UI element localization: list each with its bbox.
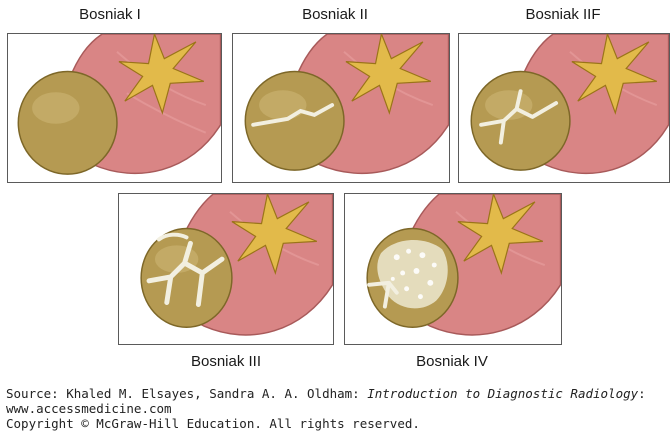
label-bosniak-4: Bosniak IV bbox=[382, 353, 522, 370]
panel-bosniak-2f bbox=[458, 33, 670, 183]
label-bosniak-2: Bosniak II bbox=[260, 6, 410, 23]
kidney-illustration-bosniak-2 bbox=[233, 34, 449, 182]
cyst-shape bbox=[471, 71, 570, 170]
source-book-title: Introduction to Diagnostic Radiology bbox=[367, 386, 638, 401]
panel-bosniak-3 bbox=[118, 193, 334, 345]
kidney-illustration-bosniak-4 bbox=[345, 194, 561, 344]
panel-bosniak-4 bbox=[344, 193, 562, 345]
source-citation: Source: Khaled M. Elsayes, Sandra A. A. … bbox=[6, 387, 646, 401]
source-prefix: Source: Khaled M. Elsayes, Sandra A. A. … bbox=[6, 386, 367, 401]
label-bosniak-1: Bosniak I bbox=[35, 6, 185, 23]
cyst-shape bbox=[245, 71, 344, 170]
source-url: www.accessmedicine.com bbox=[6, 402, 172, 416]
label-bosniak-3: Bosniak III bbox=[156, 353, 296, 370]
kidney-illustration-bosniak-3 bbox=[119, 194, 333, 344]
panel-bosniak-1 bbox=[7, 33, 222, 183]
kidney-illustration-bosniak-2f bbox=[459, 34, 669, 182]
kidney-illustration-bosniak-1 bbox=[8, 34, 221, 182]
cyst-shape bbox=[18, 71, 117, 174]
label-bosniak-2f: Bosniak IIF bbox=[488, 6, 638, 23]
copyright-notice: Copyright © McGraw-Hill Education. All r… bbox=[6, 417, 420, 431]
panel-bosniak-2 bbox=[232, 33, 450, 183]
source-suffix: : bbox=[638, 386, 646, 401]
